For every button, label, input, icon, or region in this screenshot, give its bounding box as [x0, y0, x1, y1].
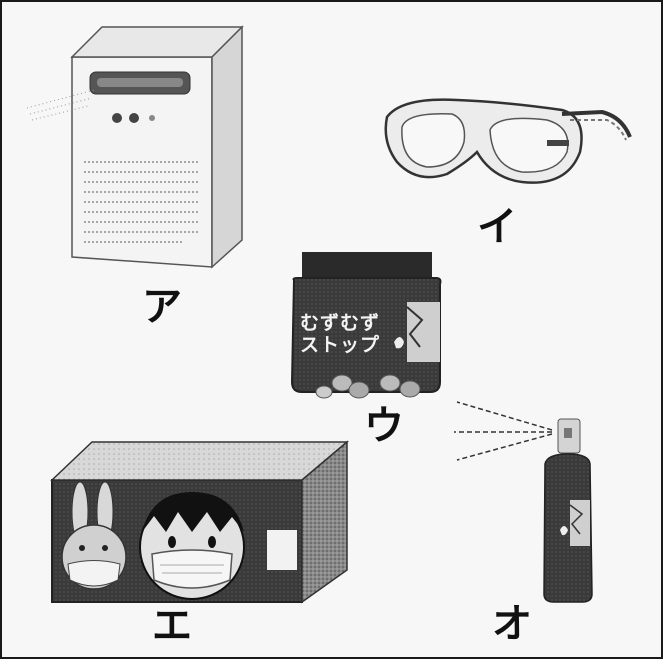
air-purifier-illustration [26, 25, 244, 269]
label-o: オ [492, 601, 532, 647]
product-text-line-2: ストップ [300, 334, 381, 356]
label-u: ウ [364, 403, 404, 449]
spray-bottle-illustration [454, 401, 593, 603]
label-e: エ [152, 603, 192, 649]
product-text-line-1: むずむず [300, 312, 381, 334]
label-i: イ [477, 204, 517, 250]
mask-box-illustration [50, 440, 350, 604]
goggles-illustration [384, 98, 632, 184]
candy-bottle-illustration [290, 252, 442, 399]
label-a: ア [142, 284, 182, 330]
